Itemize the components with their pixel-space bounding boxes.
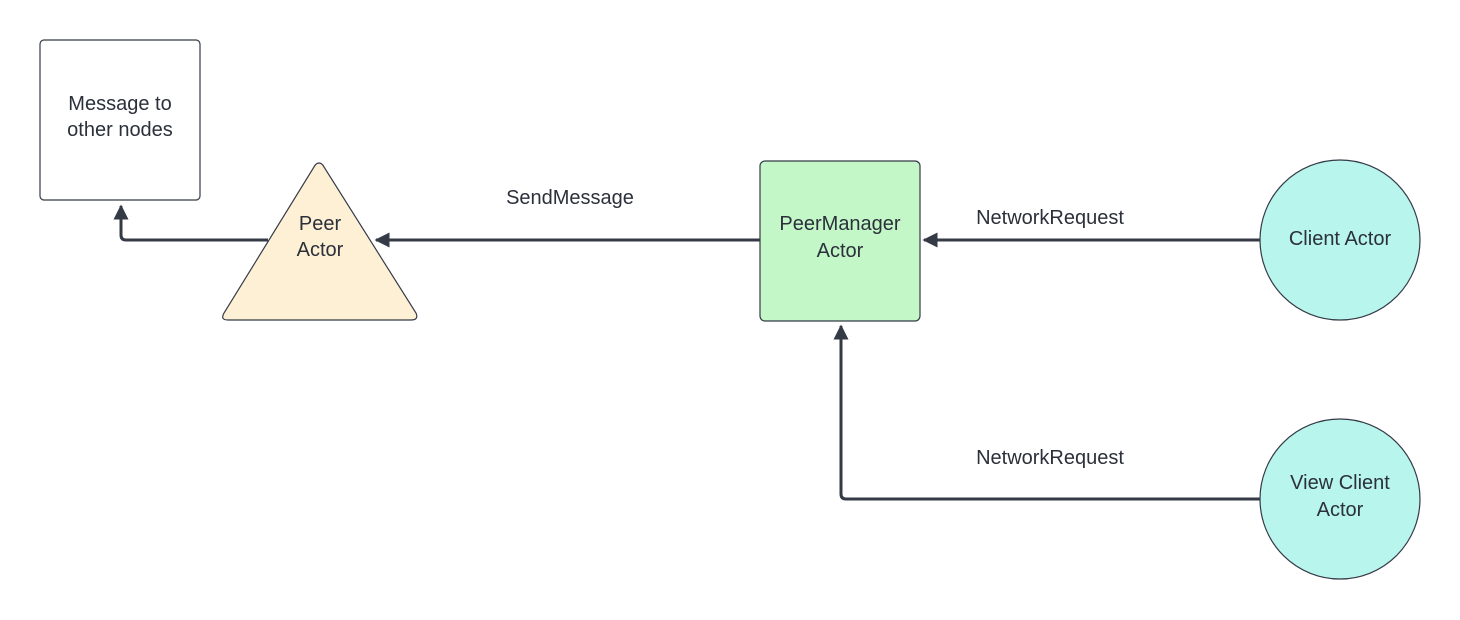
client-label: Client Actor xyxy=(1289,228,1392,250)
node-peer-actor[interactable]: Peer Actor xyxy=(222,162,418,321)
client-circle xyxy=(1259,159,1421,321)
peer-label-line1: Peer xyxy=(299,213,342,235)
peer-label-line2: Actor xyxy=(297,239,344,261)
view-client-label-line2: Actor xyxy=(1317,499,1364,521)
view-client-circle xyxy=(1259,418,1421,580)
node-peer-manager-actor[interactable]: PeerManager Actor xyxy=(759,160,921,322)
message-label-line2: other nodes xyxy=(67,119,173,141)
peer-manager-label-line1: PeerManager xyxy=(779,213,901,235)
edge-label-network-request-view: NetworkRequest xyxy=(976,447,1124,469)
view-client-label-line1: View Client xyxy=(1290,472,1390,494)
message-label-line1: Message to xyxy=(68,93,171,115)
edge-label-network-request-client: NetworkRequest xyxy=(976,207,1124,229)
peer-manager-label-line2: Actor xyxy=(817,240,864,262)
peer-triangle xyxy=(222,162,418,321)
message-box xyxy=(39,39,201,201)
edge-peer-to-message xyxy=(113,204,268,242)
node-message-to-other-nodes[interactable]: Message to other nodes xyxy=(39,39,201,201)
node-view-client-actor[interactable]: View Client Actor xyxy=(1259,418,1421,580)
node-client-actor[interactable]: Client Actor xyxy=(1259,159,1421,321)
edge-label-send-message: SendMessage xyxy=(506,187,634,209)
peer-manager-box xyxy=(759,160,921,322)
edge-network-request-view xyxy=(833,324,1260,501)
